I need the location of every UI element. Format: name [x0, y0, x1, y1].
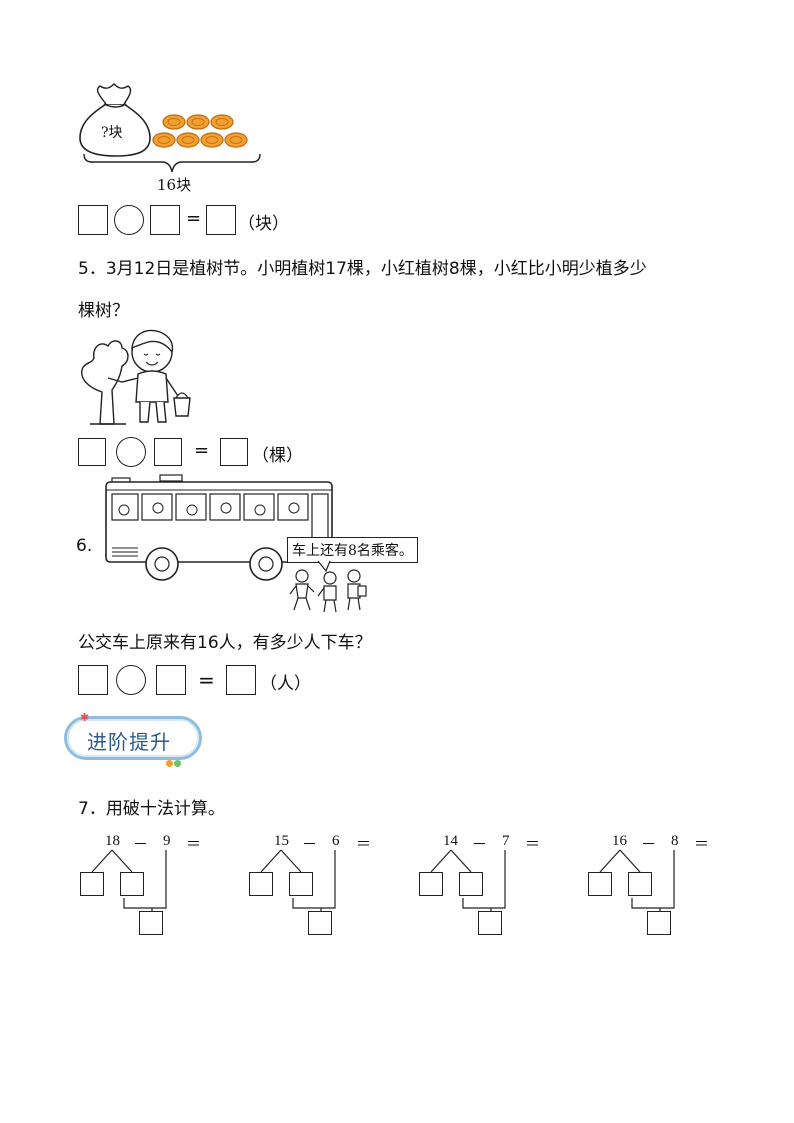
minus-sign: － — [472, 837, 488, 853]
answer-box[interactable] — [154, 438, 182, 466]
equals-sign: ＝ — [694, 837, 710, 853]
subtrahend: 6 — [332, 833, 340, 849]
result-box[interactable] — [647, 911, 671, 935]
split-box-ten[interactable] — [588, 872, 612, 896]
decomposition-lines — [260, 849, 336, 912]
decomposition-lines — [430, 849, 506, 912]
answer-box[interactable] — [220, 438, 248, 466]
split-box-rest[interactable] — [628, 872, 652, 896]
minuend: 18 — [105, 833, 120, 849]
minuend: 14 — [443, 833, 458, 849]
question-6-text: 公交车上原来有16人，有多少人下车？ — [78, 633, 372, 653]
question-5-line2: 棵树？ — [78, 301, 129, 321]
answer-box[interactable] — [78, 438, 106, 466]
unit-label: （块） — [238, 214, 289, 234]
minuend: 16 — [612, 833, 627, 849]
subtrahend: 7 — [502, 833, 510, 849]
answer-box[interactable] — [78, 205, 108, 235]
minuend: 15 — [274, 833, 289, 849]
decomposition-lines — [91, 849, 167, 912]
section-banner: 进阶提升 — [64, 716, 202, 760]
star-icon: ✱ — [80, 711, 90, 724]
split-box-ten[interactable] — [80, 872, 104, 896]
total-label: 16块 — [157, 176, 192, 194]
equals-sign: ＝ — [186, 837, 202, 853]
speech-bubble: 车上还有8名乘客。 — [287, 537, 418, 563]
equals-sign: = — [186, 208, 202, 229]
answer-box[interactable] — [206, 205, 236, 235]
speech-bubble-tail — [317, 560, 331, 573]
answer-box[interactable] — [78, 665, 108, 695]
equals-sign: ＝ — [356, 837, 372, 853]
result-box[interactable] — [308, 911, 332, 935]
answer-box[interactable] — [226, 665, 256, 695]
bus-illustration — [105, 474, 333, 581]
children-illustration — [289, 569, 367, 613]
brace-icon — [83, 153, 261, 173]
boy-planting-tree-illustration — [81, 329, 191, 425]
split-box-rest[interactable] — [120, 872, 144, 896]
bag-label: ?块 — [101, 125, 123, 141]
result-box[interactable] — [478, 911, 502, 935]
subtrahend: 9 — [163, 833, 171, 849]
minus-sign: － — [641, 837, 657, 853]
section-banner-text: 进阶提升 — [87, 730, 171, 754]
question-6-number: 6. — [76, 536, 93, 556]
subtrahend: 8 — [671, 833, 679, 849]
decomposition-lines — [599, 849, 675, 912]
money-bag-icon — [79, 83, 151, 157]
question-5-line1: 5．3月12日是植树节。小明植树17棵，小红植树8棵，小红比小明少植多少 — [78, 259, 647, 279]
unit-label: （人） — [260, 674, 311, 694]
minus-sign: － — [133, 837, 149, 853]
equals-sign: = — [194, 440, 210, 461]
operator-circle[interactable] — [116, 437, 146, 467]
speech-bubble-text: 车上还有8名乘客。 — [292, 543, 413, 559]
split-box-rest[interactable] — [289, 872, 313, 896]
result-box[interactable] — [139, 911, 163, 935]
answer-box[interactable] — [156, 665, 186, 695]
operator-circle[interactable] — [114, 205, 144, 235]
equals-sign: = — [198, 668, 215, 692]
mooncakes-icon — [152, 114, 248, 148]
unit-label: （棵） — [252, 446, 303, 466]
operator-circle[interactable] — [116, 665, 146, 695]
split-box-ten[interactable] — [249, 872, 273, 896]
split-box-rest[interactable] — [459, 872, 483, 896]
equals-sign: ＝ — [525, 837, 541, 853]
split-box-ten[interactable] — [419, 872, 443, 896]
answer-box[interactable] — [150, 205, 180, 235]
minus-sign: － — [302, 837, 318, 853]
question-7-title: 7．用破十法计算。 — [78, 799, 225, 819]
dots-icon — [166, 752, 181, 771]
